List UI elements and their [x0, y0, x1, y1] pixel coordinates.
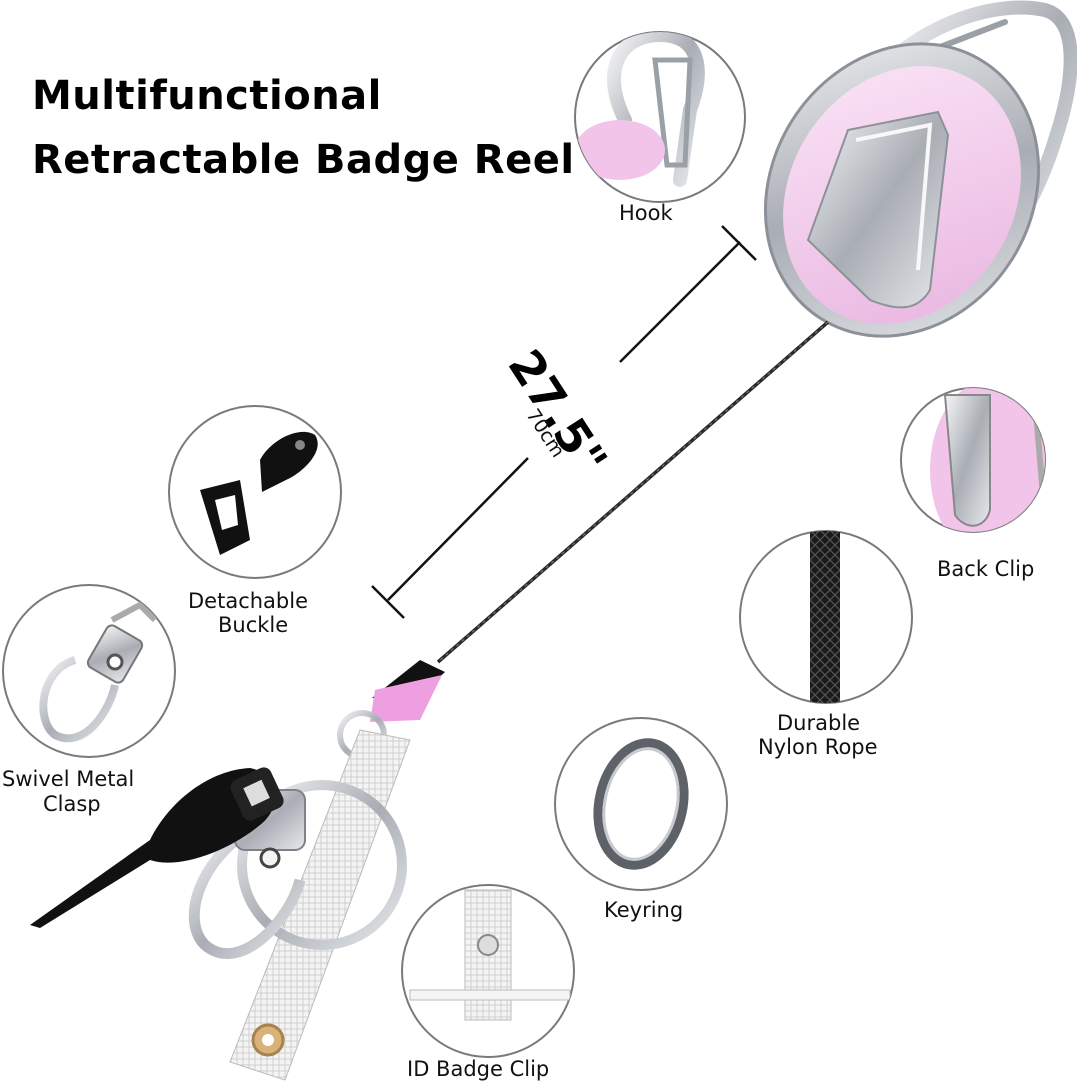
detachable-buckle-label-line1: Detachable [188, 589, 309, 613]
detachable-buckle-label-line2: Buckle [218, 613, 289, 637]
id-badge-clip-detail-circle [401, 884, 575, 1058]
page-title-line1: Multifunctional [32, 73, 382, 119]
attachment-cluster [30, 660, 445, 1081]
swivel-clasp-label-line2: Clasp [43, 792, 101, 816]
page-title-line2: Retractable Badge Reel [32, 137, 575, 183]
keyring-label: Keyring [604, 898, 684, 922]
back-clip-detail-circle [900, 387, 1046, 533]
nylon-rope-label-line2: Nylon Rope [758, 735, 878, 759]
swivel-clasp-label-line1: Swivel Metal [2, 767, 135, 791]
detachable-buckle-detail-circle [168, 405, 342, 579]
badge-reel-body [763, 0, 1077, 338]
back-clip-label: Back Clip [937, 557, 1035, 581]
hook-detail-circle [574, 31, 746, 203]
nylon-rope-detail-circle [739, 530, 913, 704]
nylon-rope-label-line1: Durable [777, 711, 861, 735]
length-indicator [371, 225, 757, 619]
id-badge-clip-label: ID Badge Clip [407, 1057, 550, 1081]
hook-label: Hook [619, 201, 673, 225]
keyring-detail-circle [554, 717, 728, 891]
swivel-clasp-detail-circle [2, 584, 176, 758]
